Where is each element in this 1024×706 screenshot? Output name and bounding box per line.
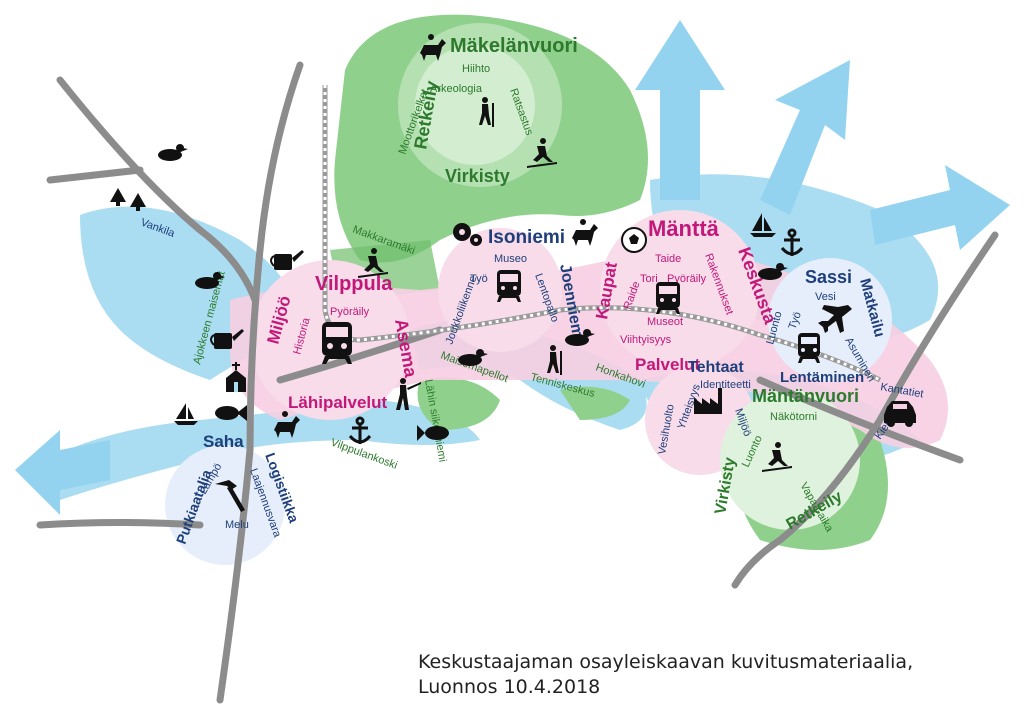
roads [36,61,999,704]
watering-can-icon [270,250,304,270]
horse-rider-icon [572,219,598,246]
caption-line-1: Keskustaajaman osayleiskaavan kuvitusmat… [418,651,914,673]
sassi-label: Sassi [805,267,852,287]
train-icon [656,282,680,314]
hammer-icon [215,480,245,512]
river-south-west [30,400,480,500]
road-south-west [36,519,204,529]
arrow-west [15,430,110,515]
church-icon [226,362,246,392]
skier-icon [762,442,792,472]
horse-rider-icon [274,411,300,438]
green-mid [560,386,630,420]
label-taide: Taide [655,253,681,265]
label-vesi: Vesi [815,291,836,303]
duck-icon [565,329,595,346]
duck-icon [158,144,188,161]
road-east-2 [756,376,964,464]
isoniemi-label: Isoniemi [488,227,565,248]
sailboat-icon [750,213,776,237]
arrow-north-east-2 [760,60,850,215]
urban-core-band [230,252,948,448]
airplane-icon [818,305,852,333]
arrow-north-east [635,20,725,200]
label-tori: Tori [640,273,658,285]
duck-icon [458,349,488,366]
duck-icon [195,272,225,289]
label-identiteetti: Identiteetti [700,379,751,391]
label-viihtyisyys: Viihtyisyys [620,334,672,346]
label-arkeologia: Arkeologia [430,83,483,95]
fish-icon [417,425,449,441]
road-central [276,326,444,384]
tehtaat-label: Tehtaat [688,359,744,376]
arrow-east [870,165,1010,250]
train-icon [322,322,352,364]
horse-rider-icon [420,34,446,61]
label-virkisty: Virkisty [445,166,510,186]
factory-icon [694,388,722,414]
road-north-west [56,76,259,304]
saha-label: Saha [203,432,244,451]
fish-icon [215,405,247,421]
duck-icon [758,263,788,280]
hiker-icon [479,97,494,127]
mantanvuori-label: Mäntänvuori [752,386,859,406]
label-melu: Melu [225,519,249,531]
sailboat-icon [174,403,198,425]
car-icon [884,401,916,427]
tree-icon [110,188,146,211]
road-north [216,61,304,704]
label-pyoraily-vilppula: Pyöräily [330,306,370,318]
caption-line-2: Luonnos 10.4.2018 [418,676,601,698]
football-icon [621,227,647,253]
anchor-icon [780,228,804,256]
label-tyo-sassi: Työ [787,310,804,331]
label-pyoraily-mantta: Pyöräily [667,273,707,285]
golfer-icon [396,378,421,410]
skier-icon [527,138,557,168]
vilppula-label: Vilppula [315,273,393,295]
skier-icon [358,248,388,278]
mantta-label: Mänttä [648,216,720,241]
road-west [46,166,144,184]
label-museot: Museot [647,316,683,328]
label-lentaminen: Lentäminen [780,369,864,386]
label-tyo-isoniemi: Työ [470,273,488,285]
gear-icon [453,223,482,246]
label-palvelut: Palvelut [635,355,701,374]
label-museo: Museo [494,253,527,265]
train-icon [798,333,820,363]
watering-can-icon [210,329,244,349]
train-icon [497,270,521,302]
label-lahipalvelut: Lähipalvelut [288,393,388,412]
green-south [417,377,500,430]
hiker-icon [547,345,562,375]
caption: Keskustaajaman osayleiskaavan kuvitusmat… [418,650,913,700]
label-nakotorni: Näkötorni [770,411,817,423]
label-hiihto: Hiihto [462,63,490,75]
road-east-1 [731,231,999,589]
makelanvuori-label: Mäkelänvuori [450,35,578,57]
railway [322,85,882,383]
anchor-icon [348,416,372,444]
